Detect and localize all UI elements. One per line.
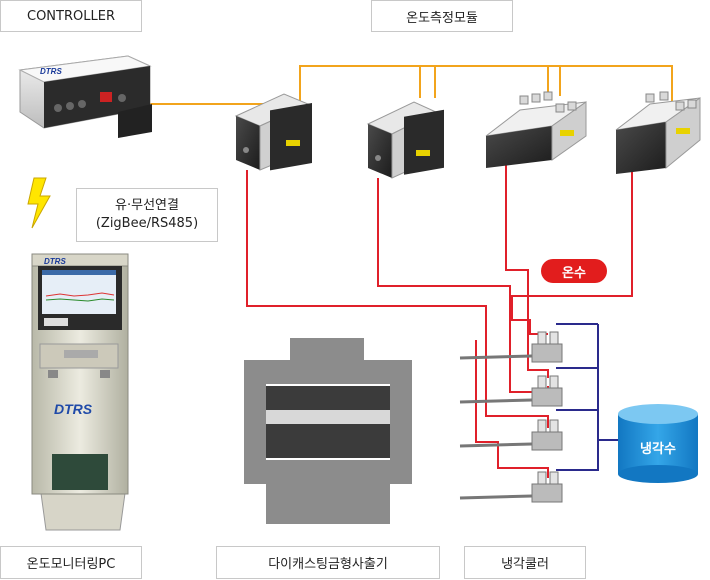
cool-main (556, 324, 599, 471)
wireless-label-line1: 유·무선연결 (115, 198, 179, 213)
wireless-bolt-icon (27, 177, 51, 229)
cooling-heads (459, 331, 563, 503)
temp-module-1 (234, 93, 312, 171)
hot-line-5 (475, 340, 549, 478)
cooling-lines (556, 323, 618, 471)
monitoring-pc: DTRS DTRS (31, 253, 129, 531)
hot-line-2 (377, 178, 549, 393)
pc-top-logo: DTRS (44, 257, 66, 266)
cooler-label: 냉각쿨러 (464, 546, 586, 579)
comm-line-controller (115, 65, 421, 105)
communication-lines (115, 65, 673, 105)
temp-module-2 (366, 101, 444, 179)
cooler-head-4 (459, 471, 563, 503)
wireless-label-line2: (ZigBee/RS485) (95, 216, 199, 231)
cooler-head-2 (459, 375, 563, 407)
controller-logo: DTRS (40, 67, 62, 76)
die-casting-label: 다이캐스팅금형사출기 (216, 546, 440, 579)
comm-line-module2 (420, 65, 436, 98)
cooler-head-1 (459, 331, 563, 363)
hot-water-badge: 온수 (541, 259, 607, 283)
coolant-tank-label: 냉각수 (640, 442, 676, 457)
comm-line-module5 (560, 65, 673, 104)
temp-module-3 (485, 91, 587, 168)
monitoring-pc-label: 온도모니터링PC (0, 546, 142, 579)
hot-line-4 (511, 170, 633, 335)
temp-module-4 (615, 91, 701, 174)
coolant-tank (618, 404, 698, 483)
controller-device: DTRS (18, 55, 152, 138)
wireless-connection-label: 유·무선연결 (ZigBee/RS485) (76, 188, 218, 242)
pc-logo: DTRS (54, 401, 93, 417)
pc-screen (42, 270, 116, 314)
comm-line-module3 (435, 65, 549, 96)
cooler-head-3 (459, 419, 563, 451)
hot-line-1 (246, 170, 549, 428)
temp-module-label: 온도측정모듈 (371, 0, 513, 32)
controller-label: CONTROLLER (0, 0, 142, 32)
thermocouple-lines (246, 164, 633, 478)
die-casting-machine (244, 338, 412, 524)
